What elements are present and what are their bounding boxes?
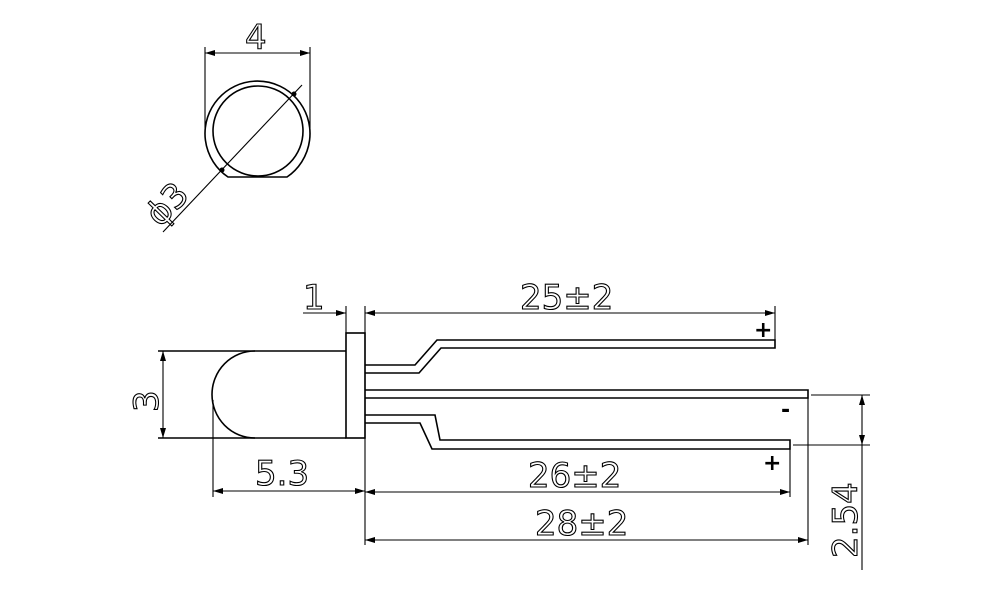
lens-dome — [211, 350, 256, 439]
diameter-leader-line — [162, 84, 303, 233]
side-view: 1 25±2 3 5.3 + - + 26±2 28±2 — [126, 277, 870, 570]
flange-label: 1 — [303, 278, 325, 318]
polarity-middle-label: - — [781, 398, 790, 423]
diameter-dot — [291, 91, 297, 97]
middle-lead-length-label: 28±2 — [535, 504, 628, 544]
top-view: 4 ϕ3 — [137, 17, 311, 235]
pitch-label: 2.54 — [826, 482, 866, 558]
outer-flange-outline — [204, 80, 311, 178]
lead-bottom-anode — [365, 414, 791, 450]
lead-top-anode — [365, 339, 776, 374]
lead-middle-cathode — [365, 389, 809, 399]
polarity-bottom-label: + — [763, 451, 781, 476]
polarity-top-label: + — [754, 318, 772, 343]
flange — [345, 332, 366, 439]
bottom-lead-length-label: 26±2 — [528, 456, 621, 496]
lens-circle — [212, 85, 304, 177]
body-length-label: 5.3 — [255, 454, 309, 494]
diameter-dot — [219, 167, 225, 173]
top-lead-length-label: 25±2 — [520, 278, 613, 318]
width-label: 4 — [245, 18, 267, 58]
diameter-label: ϕ3 — [138, 175, 197, 234]
height-label: 3 — [127, 390, 167, 412]
